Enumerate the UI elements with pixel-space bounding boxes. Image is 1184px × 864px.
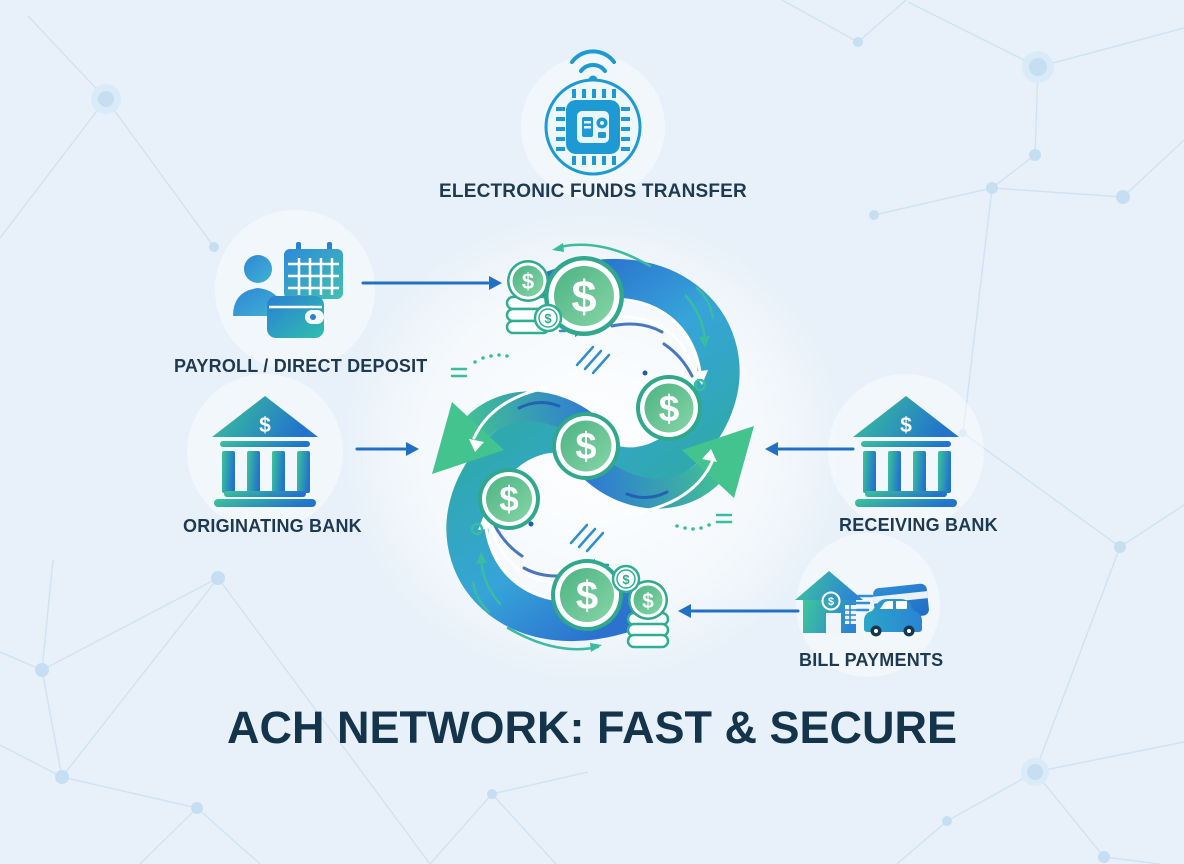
- payroll-label: PAYROLL / DIRECT DEPOSIT: [174, 356, 428, 376]
- bill-payments-label: BILL PAYMENTS: [799, 650, 944, 670]
- cycle-decorations: [450, 243, 733, 652]
- coin-small-bottom-icon: $: [611, 564, 641, 594]
- arrow-payroll-to-center: [361, 276, 502, 290]
- cycle-arm-bottom: [446, 410, 655, 641]
- calendar-icon: [284, 242, 343, 299]
- payroll-icon: [233, 242, 343, 338]
- bank-dollar: $: [259, 414, 271, 437]
- coin-dollar: $: [659, 388, 680, 429]
- coin-stack-bottom-icon: $: [626, 580, 670, 649]
- speed-lines-icon: [852, 594, 874, 612]
- house-icon: $: [795, 571, 863, 633]
- background-network-nodes: [35, 37, 1130, 863]
- coin-dollar: $: [622, 572, 630, 587]
- coin-right: $: [636, 375, 702, 441]
- coin-dollar: $: [571, 271, 596, 322]
- coin-large-top: $: [544, 256, 624, 336]
- arrow-recvbank-to-center: [765, 442, 855, 456]
- cycle-arrowhead-right: [682, 426, 754, 498]
- connector-arrows: [355, 276, 855, 618]
- coin-small-top-icon: $: [533, 303, 563, 333]
- arrow-bills-to-center: [678, 604, 800, 618]
- originating-bank-icon: $: [212, 396, 318, 507]
- coin-dollar: $: [544, 311, 552, 326]
- page-title: ACH NETWORK: FAST & SECURE: [227, 702, 957, 753]
- wifi-icon: [570, 49, 616, 73]
- coin-dollar: $: [642, 590, 654, 613]
- cycle-arrowhead-left: [432, 402, 504, 474]
- bill-payments-icon: $: [795, 571, 929, 637]
- originating-bank-label: ORIGINATING BANK: [183, 516, 362, 536]
- house-dollar: $: [828, 596, 834, 608]
- receiving-bank-label: RECEIVING BANK: [839, 515, 998, 535]
- coin-dollar: $: [575, 426, 596, 468]
- receiving-bank-icon: $: [853, 396, 959, 507]
- coin-dollar: $: [576, 574, 598, 618]
- coin-dollar: $: [499, 480, 518, 519]
- eft-icon: [544, 49, 642, 176]
- coin-dollar: $: [522, 269, 534, 294]
- arrow-origbank-to-center: [355, 442, 419, 456]
- wallet-icon: [267, 296, 324, 338]
- coin-bottom: $: [551, 559, 623, 631]
- car-icon: [864, 599, 922, 637]
- bank-dollar: $: [900, 414, 912, 437]
- coin-left: $: [478, 468, 540, 530]
- coin-center: $: [552, 412, 620, 480]
- ach-cycle-diagram: $ $ $ $ $ $ $: [432, 243, 754, 652]
- cycle-arm-top: [531, 259, 740, 490]
- eft-label: ELECTRONIC FUNDS TRANSFER: [439, 181, 747, 202]
- chip-icon: [556, 89, 630, 165]
